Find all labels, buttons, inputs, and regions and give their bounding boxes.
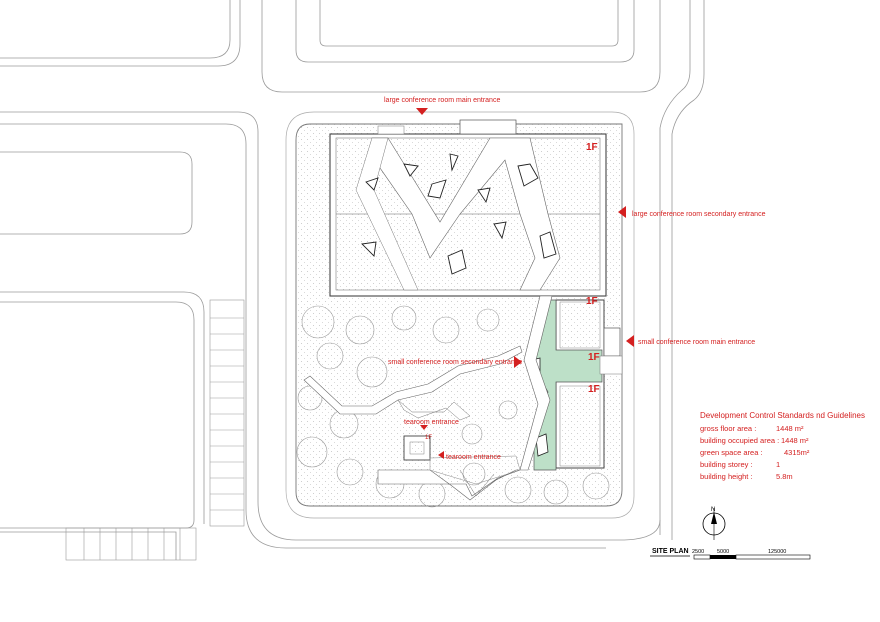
floor-label-wing-top: 1F (586, 296, 598, 307)
stat-label: gross floor area : (700, 424, 756, 433)
stat-label: building storey : (700, 460, 753, 469)
road-lines (0, 0, 705, 560)
floor-label-wing-middle: 1F (588, 352, 600, 363)
stats-heading: Development Control Standards nd Guideli… (700, 411, 865, 420)
scale-label: 5000 (717, 549, 729, 555)
label-large-main-entrance: large conference room main entrance (384, 97, 500, 104)
stat-value: 1448 m² (776, 424, 804, 433)
label-small-main-entrance: small conference room main entrance (638, 339, 755, 346)
stat-label: building height : (700, 472, 753, 481)
stat-value: 4315m² (784, 448, 810, 457)
site-outer-line (285, 111, 635, 519)
scale-bar: 2500 5000 125000 (692, 549, 811, 560)
scale-label: 2500 (692, 549, 704, 555)
label-large-secondary-entrance: large conference room secondary entrance (632, 211, 766, 218)
stat-label: green space area : (700, 448, 763, 457)
label-tearoom-entrance-top: tearoom entrance (404, 419, 459, 426)
entrance-arrows (416, 108, 634, 459)
label-tearoom-entrance-bottom: tearoom entrance (446, 454, 501, 461)
site-plan-title: SITE PLAN (652, 548, 689, 555)
winding-path (303, 295, 553, 501)
label-small-secondary-entrance: small conference room secondary entrance (388, 359, 522, 366)
parking-stalls-bottom (65, 527, 197, 561)
stat-value: 1 (776, 460, 780, 469)
large-conference-hall (329, 119, 607, 297)
development-statistics: Development Control Standards nd Guideli… (700, 411, 865, 481)
scale-label: 125000 (768, 549, 786, 555)
north-label: N (711, 507, 715, 513)
stat-value: 1448 m² (781, 436, 809, 445)
stat-label: building occupied area : (700, 436, 779, 445)
parking-stalls-left (209, 299, 245, 527)
floor-label-tearoom: 1F (425, 435, 432, 441)
north-arrow: N (702, 507, 726, 540)
floor-label-large-hall: 1F (586, 142, 598, 153)
stat-value: 5.8m (776, 472, 793, 481)
floor-label-wing-bottom: 1F (588, 384, 600, 395)
